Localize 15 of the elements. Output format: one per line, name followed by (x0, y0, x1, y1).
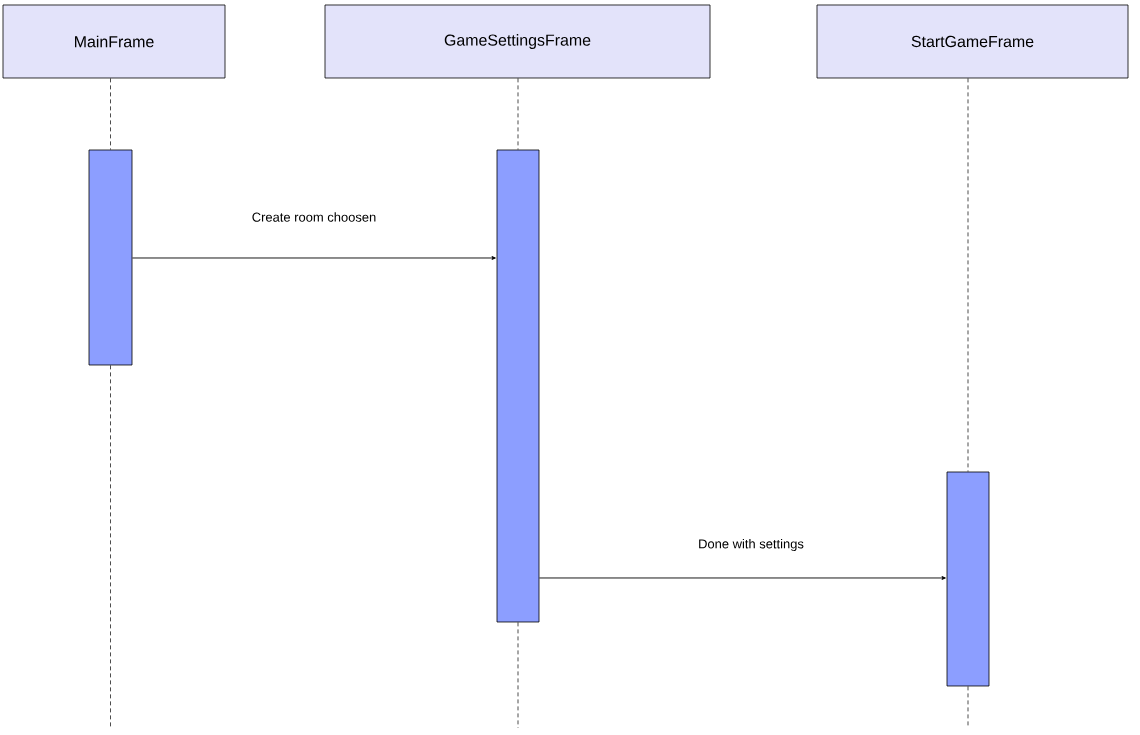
message-arrow (538, 576, 946, 580)
activation-bar (496, 149, 540, 623)
activation-bar (88, 149, 133, 366)
lifeline (517, 622, 519, 729)
lifeline (110, 78, 111, 150)
message-arrow (131, 256, 496, 260)
edge-label: Create room choosen (252, 212, 376, 222)
lifeline (110, 365, 111, 729)
lifeline (517, 78, 519, 150)
activation-bar (946, 471, 990, 687)
lifeline-header-box: MainFrame (2, 4, 226, 79)
lifeline-header-box: GameSettingsFrame (324, 4, 711, 79)
lifeline-header-box: StartGameFrame (816, 4, 1129, 79)
lifeline (967, 78, 969, 472)
edge-label: Done with settings (699, 538, 804, 551)
